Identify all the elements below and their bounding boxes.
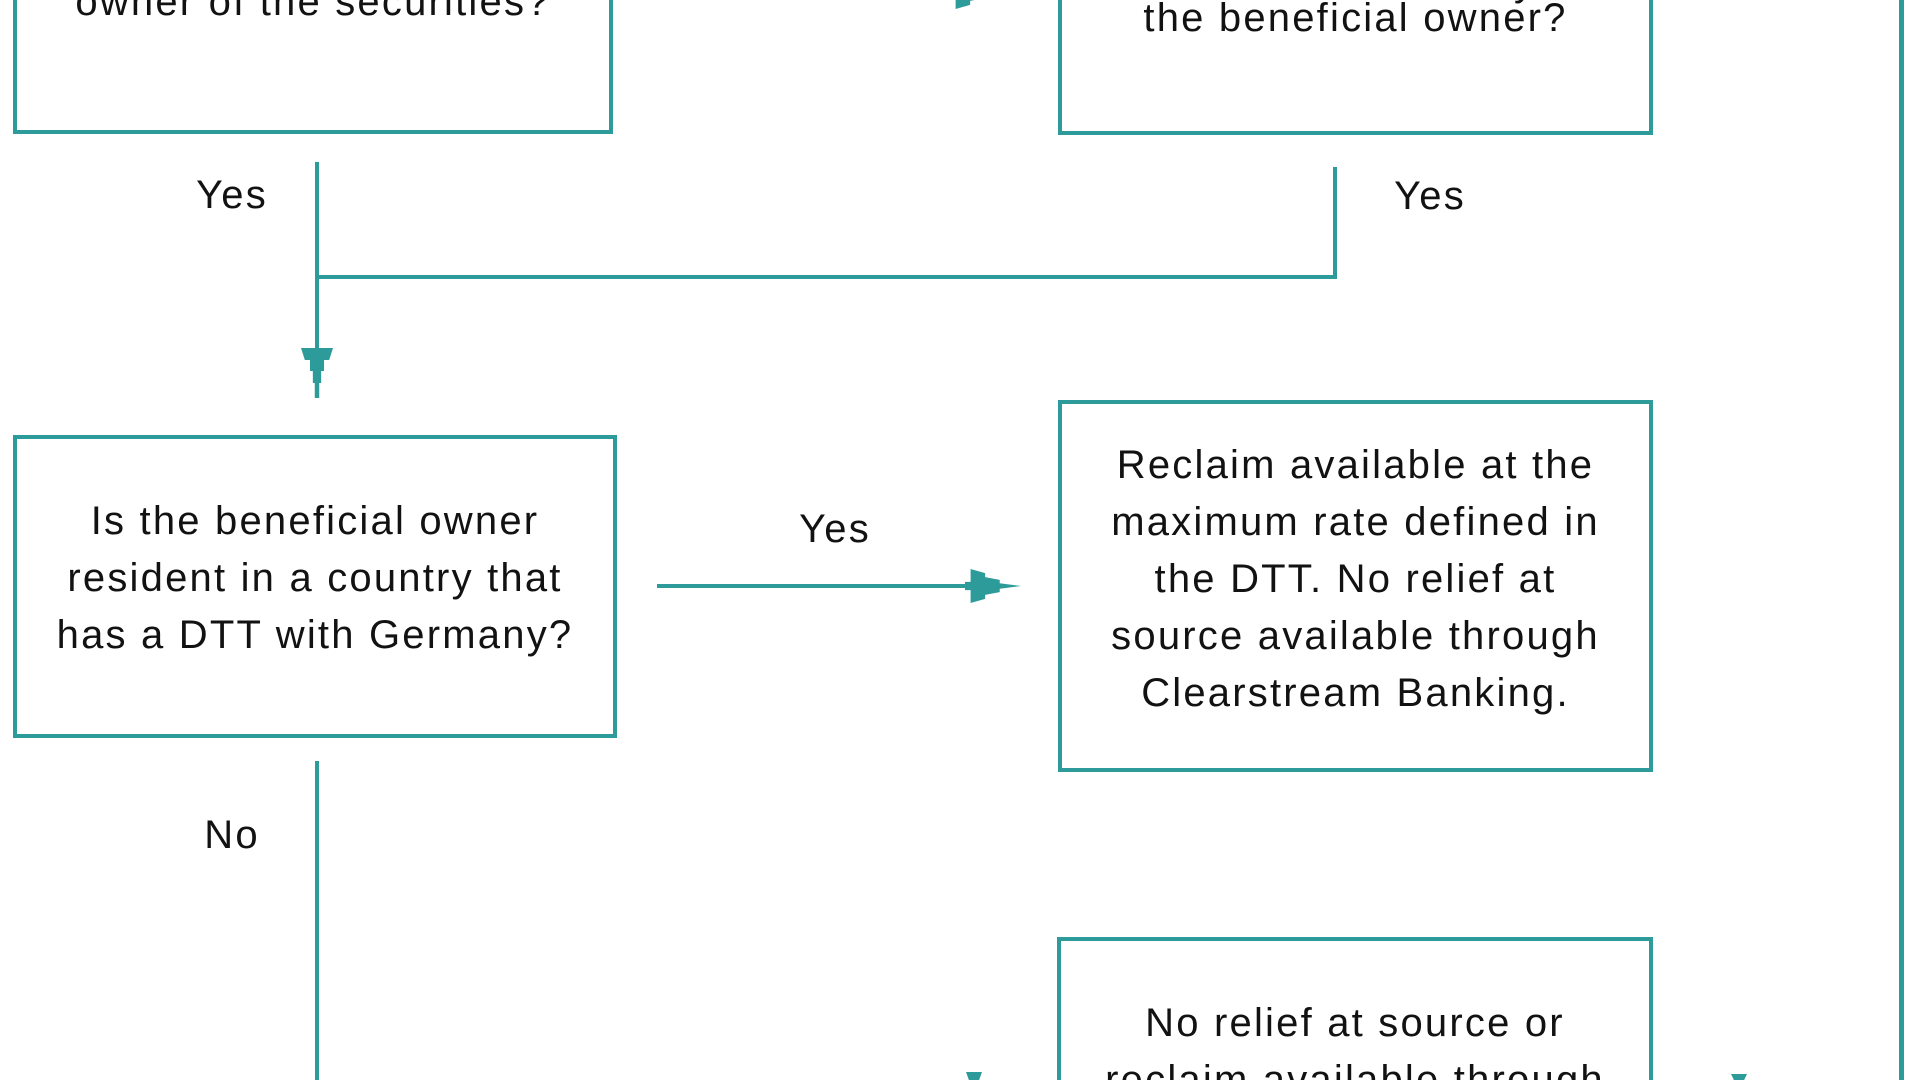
outcome-box-no-relief-text: No relief at source or reclaim available… bbox=[1061, 995, 1649, 1080]
box-text-line: Is the beneficial owner bbox=[90, 499, 540, 543]
box-text-line: reclaim available through bbox=[1105, 1058, 1605, 1080]
yes-label-top-left: Yes bbox=[196, 173, 268, 217]
flow-line-yes-right-vertical bbox=[1333, 167, 1337, 279]
box-text-line: has a DTT with Germany? bbox=[56, 613, 574, 657]
box-text-line: Clearstream Banking. bbox=[1141, 671, 1570, 715]
box-text-line: source available through bbox=[1111, 614, 1600, 658]
outcome-box-reclaim-dtt-text: Reclaim available at the maximum rate de… bbox=[1062, 437, 1649, 722]
box-text-line: the beneficial owner? bbox=[1143, 0, 1568, 40]
flow-line-no-vertical bbox=[315, 761, 319, 1080]
yes-label-mid: Yes bbox=[799, 507, 871, 551]
flow-line-join-horizontal bbox=[315, 275, 1337, 279]
outcome-box-no-relief: No relief at source or reclaim available… bbox=[1057, 937, 1653, 1080]
arrowhead-clipped-icon bbox=[966, 1072, 982, 1080]
decision-box-dtt-country-text: Is the beneficial owner resident in a co… bbox=[17, 493, 613, 664]
no-label-mid: No bbox=[204, 813, 260, 857]
outcome-box-reclaim-dtt: Reclaim available at the maximum rate de… bbox=[1058, 400, 1653, 772]
box-text-line: No relief at source or bbox=[1145, 1001, 1565, 1045]
flow-line-yes-left-vertical bbox=[315, 162, 319, 348]
box-text-line: the DTT. No relief at bbox=[1154, 557, 1557, 601]
arrowhead-right-icon bbox=[965, 569, 1021, 603]
decision-box-beneficial-owner: owner of the securities? bbox=[13, 0, 613, 134]
arrowhead-right-icon bbox=[950, 0, 1006, 9]
decision-box-behalf-of-owner-text: the beneficial owner? bbox=[1062, 0, 1649, 47]
box-text-line: maximum rate defined in bbox=[1111, 500, 1600, 544]
decision-box-dtt-country: Is the beneficial owner resident in a co… bbox=[13, 435, 617, 738]
yes-label-top-right: Yes bbox=[1394, 174, 1466, 218]
flow-line-far-right-vertical bbox=[1899, 0, 1904, 1080]
arrowhead-clipped-icon bbox=[1731, 1074, 1747, 1080]
box-text-line: resident in a country that bbox=[67, 556, 563, 600]
decision-box-behalf-of-owner: y the beneficial owner? bbox=[1058, 0, 1653, 135]
box-text-line: Reclaim available at the bbox=[1116, 443, 1595, 487]
flow-line-yes-mid-horizontal bbox=[657, 584, 965, 588]
decision-box-beneficial-owner-text: owner of the securities? bbox=[17, 0, 609, 31]
clipped-text-fragment: y bbox=[1514, 0, 1534, 11]
box-text-line: owner of the securities? bbox=[75, 0, 551, 24]
arrowhead-down-icon bbox=[301, 348, 333, 398]
